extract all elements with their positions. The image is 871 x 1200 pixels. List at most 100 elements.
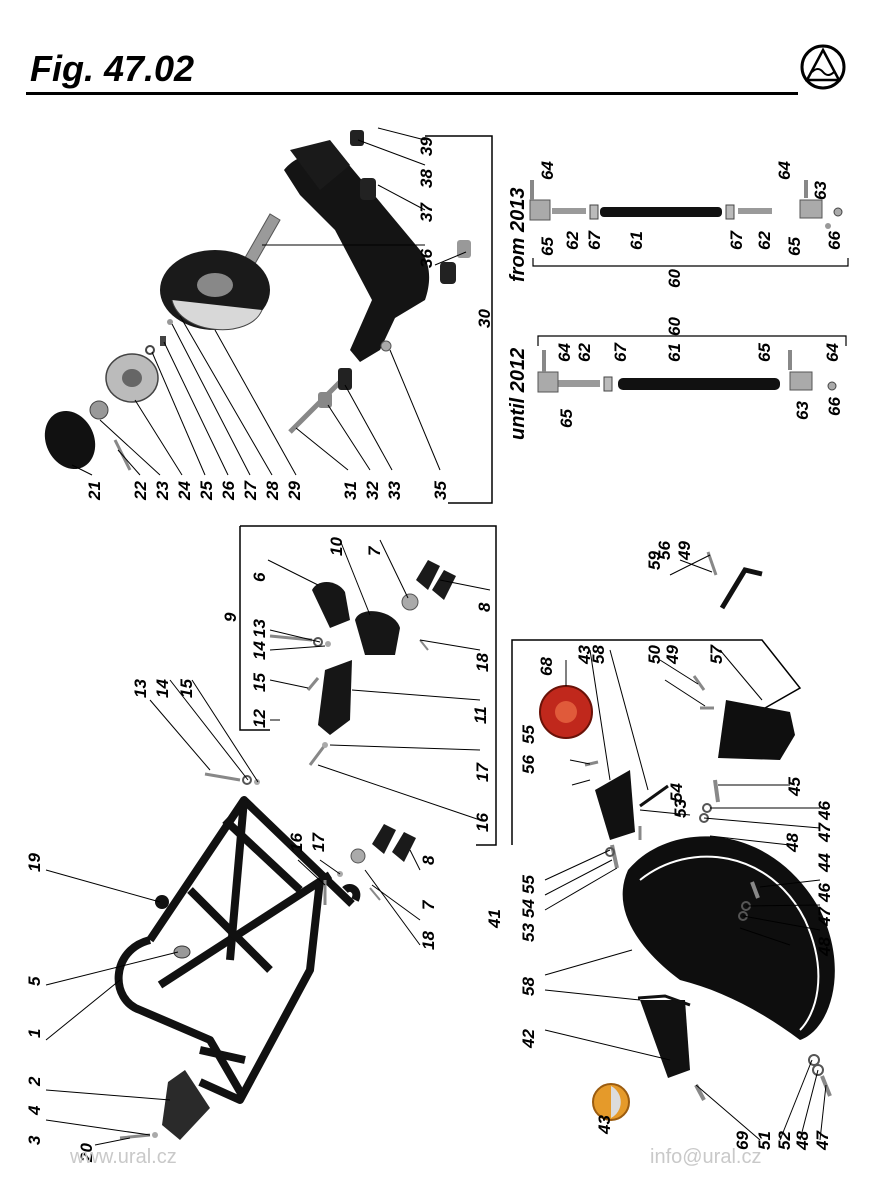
callout-44: 44 bbox=[815, 853, 834, 873]
callout-66: 66 bbox=[825, 231, 844, 250]
callout-38: 38 bbox=[417, 169, 436, 188]
figure-title: Fig. 47.02 bbox=[30, 48, 195, 89]
callout-13: 13 bbox=[131, 679, 150, 698]
callout-32: 32 bbox=[363, 481, 382, 500]
callout-5: 5 bbox=[25, 976, 44, 986]
callout-47: 47 bbox=[815, 906, 834, 927]
callout-8: 8 bbox=[475, 602, 494, 612]
callout-18: 18 bbox=[419, 931, 438, 950]
callout-31: 31 bbox=[341, 481, 360, 500]
callout-36: 36 bbox=[417, 249, 436, 268]
callout-62: 62 bbox=[575, 343, 594, 362]
callout-26: 26 bbox=[219, 481, 238, 501]
callout-62: 62 bbox=[563, 231, 582, 250]
callout-35: 35 bbox=[431, 481, 450, 500]
callout-2: 2 bbox=[25, 1076, 44, 1087]
callout-69: 69 bbox=[733, 1131, 752, 1150]
callout-48: 48 bbox=[793, 1131, 812, 1151]
callout-65: 65 bbox=[538, 237, 557, 256]
callout-14: 14 bbox=[250, 641, 269, 660]
ural-logo-icon bbox=[800, 44, 846, 90]
tie-rod-until-2012 bbox=[537, 335, 847, 393]
callout-48: 48 bbox=[783, 833, 802, 853]
callout-25: 25 bbox=[197, 481, 216, 501]
callout-27: 27 bbox=[241, 480, 260, 501]
callout-53: 53 bbox=[519, 923, 538, 942]
callout-15: 15 bbox=[177, 679, 196, 698]
callout-24: 24 bbox=[175, 481, 194, 501]
callout-10: 10 bbox=[327, 537, 346, 556]
callout-11: 11 bbox=[471, 706, 490, 724]
tie-rod-from-2013 bbox=[529, 180, 849, 267]
callout-67: 67 bbox=[727, 230, 746, 250]
callout-67: 67 bbox=[585, 230, 604, 250]
footer-url: www.ural.cz bbox=[70, 1146, 177, 1168]
callout-30: 30 bbox=[475, 309, 494, 328]
title-rule bbox=[26, 92, 798, 95]
callout-67: 67 bbox=[611, 342, 630, 362]
section-heading: until 2012 bbox=[507, 348, 529, 440]
frame-parts bbox=[119, 772, 416, 1140]
callout-50: 50 bbox=[645, 645, 664, 664]
callout-37: 37 bbox=[417, 202, 436, 222]
callout-49: 49 bbox=[663, 645, 682, 665]
leader-lines bbox=[45, 539, 827, 1146]
swingarm-assembly bbox=[44, 127, 493, 504]
callout-56: 56 bbox=[519, 755, 538, 774]
callout-54: 54 bbox=[667, 783, 686, 802]
callout-64: 64 bbox=[555, 343, 574, 362]
callout-3: 3 bbox=[25, 1135, 44, 1145]
callout-8: 8 bbox=[419, 855, 438, 865]
callout-1: 1 bbox=[25, 1029, 44, 1038]
callout-56: 56 bbox=[655, 541, 674, 560]
callout-62: 62 bbox=[755, 231, 774, 250]
callout-43: 43 bbox=[575, 645, 594, 665]
callout-61: 61 bbox=[665, 343, 684, 362]
callout-60: 60 bbox=[665, 317, 684, 336]
callout-18: 18 bbox=[473, 653, 492, 672]
callout-42: 42 bbox=[519, 1029, 538, 1049]
callout-23: 23 bbox=[153, 481, 172, 501]
callout-22: 22 bbox=[131, 481, 150, 501]
callout-12: 12 bbox=[250, 709, 269, 728]
footrest-bracket-assembly bbox=[239, 525, 497, 846]
callout-19: 19 bbox=[25, 853, 44, 872]
callout-48: 48 bbox=[815, 937, 834, 957]
callout-46: 46 bbox=[815, 883, 834, 903]
callout-4: 4 bbox=[25, 1105, 44, 1116]
callout-46: 46 bbox=[815, 801, 834, 821]
footer-email: info@ural.cz bbox=[650, 1146, 762, 1168]
callout-65: 65 bbox=[785, 237, 804, 256]
callout-49: 49 bbox=[675, 541, 694, 561]
callout-43: 43 bbox=[595, 1115, 614, 1135]
callout-64: 64 bbox=[538, 161, 557, 180]
callout-17: 17 bbox=[473, 762, 492, 782]
section-heading: from 2013 bbox=[507, 188, 529, 283]
callout-15: 15 bbox=[250, 673, 269, 692]
callout-61: 61 bbox=[627, 231, 646, 250]
callout-16: 16 bbox=[473, 813, 492, 832]
callout-68: 68 bbox=[537, 657, 556, 676]
callout-51: 51 bbox=[755, 1131, 774, 1150]
callout-57: 57 bbox=[707, 644, 726, 664]
callout-55: 55 bbox=[519, 875, 538, 894]
callout-55: 55 bbox=[519, 725, 538, 744]
callout-59: 59 bbox=[645, 551, 664, 570]
callout-52: 52 bbox=[775, 1131, 794, 1150]
callout-28: 28 bbox=[263, 481, 282, 501]
callout-14: 14 bbox=[153, 679, 172, 698]
callout-47: 47 bbox=[815, 822, 834, 843]
callout-17: 17 bbox=[309, 832, 328, 852]
callout-7: 7 bbox=[419, 899, 438, 910]
callout-41: 41 bbox=[485, 909, 504, 929]
callout-63: 63 bbox=[811, 181, 830, 200]
callout-54: 54 bbox=[519, 899, 538, 918]
callout-21: 21 bbox=[85, 481, 104, 501]
swing-arm bbox=[284, 153, 430, 362]
callout-53: 53 bbox=[671, 799, 690, 818]
callout-9: 9 bbox=[221, 612, 240, 622]
callout-6: 6 bbox=[250, 572, 269, 582]
callout-33: 33 bbox=[385, 481, 404, 500]
